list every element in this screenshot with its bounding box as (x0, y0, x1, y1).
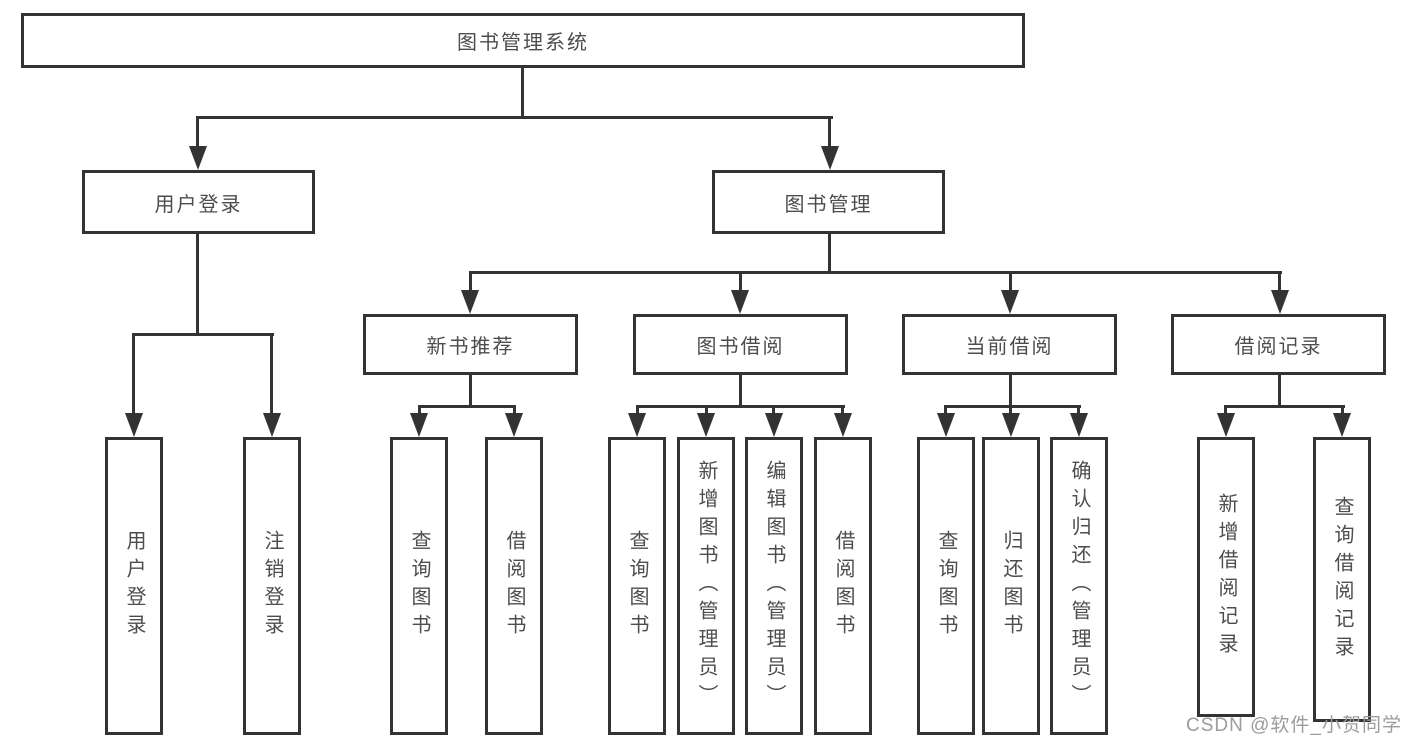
leaf-query-books-label: 查询图书 (626, 530, 648, 642)
arrow-down-icon (505, 413, 523, 437)
arrow-down-icon (1001, 290, 1019, 314)
node-borrow-record-label: 借阅记录 (1234, 336, 1323, 358)
arrow-line (944, 405, 947, 419)
leaf-user-login-label: 用户登录 (123, 530, 145, 642)
node-book-management: 图书管理 (712, 170, 945, 234)
leaf-add-borrow-record-label: 新增借阅记录 (1215, 493, 1237, 661)
arrow-down-icon (1271, 290, 1289, 314)
arrow-line (132, 333, 135, 419)
arrow-down-icon (1333, 413, 1351, 437)
arrow-down-icon (731, 290, 749, 314)
node-user-login: 用户登录 (82, 170, 315, 234)
leaf-logout-login-label: 注销登录 (261, 530, 283, 642)
arrow-down-icon (189, 146, 207, 170)
leaf-borrow-books: 借阅图书 (485, 437, 543, 735)
leaf-query-borrow-record-label: 查询借阅记录 (1331, 495, 1353, 664)
arrow-line (1224, 405, 1227, 419)
arrow-line (1009, 271, 1012, 296)
arrow-down-icon (937, 413, 955, 437)
leaf-query-borrow-record: 查询借阅记录 (1313, 437, 1371, 722)
connector-line (1224, 405, 1345, 408)
connector-line (739, 373, 742, 408)
leaf-query-books: 查询图书 (917, 437, 975, 735)
connector-line (944, 405, 1081, 408)
arrow-line (705, 405, 708, 419)
leaf-query-books: 查询图书 (608, 437, 666, 735)
arrow-down-icon (765, 413, 783, 437)
arrow-line (1341, 405, 1344, 419)
arrow-down-icon (263, 413, 281, 437)
csdn-watermark: CSDN @软件_小贺同学 (1186, 715, 1402, 736)
node-borrow-record: 借阅记录 (1171, 314, 1386, 375)
arrow-line (418, 405, 421, 419)
connector-line (1009, 373, 1012, 408)
arrow-down-icon (834, 413, 852, 437)
connector-line (133, 333, 274, 336)
node-current-borrow-label: 当前借阅 (965, 336, 1054, 358)
arrow-line (270, 333, 273, 419)
arrow-down-icon (697, 413, 715, 437)
leaf-add-book-admin-label: 新增图书（管理员） (695, 460, 717, 712)
leaf-borrow-books-label: 借阅图书 (832, 530, 854, 642)
node-current-borrow: 当前借阅 (902, 314, 1117, 375)
arrow-line (828, 116, 831, 152)
leaf-return-books-label: 归还图书 (1000, 530, 1022, 642)
node-root-label: 图书管理系统 (457, 32, 589, 54)
arrow-line (196, 116, 199, 152)
arrow-line (739, 271, 742, 296)
arrow-line (1278, 271, 1281, 296)
connector-line (469, 271, 1282, 274)
arrow-line (772, 405, 775, 419)
leaf-logout-login: 注销登录 (243, 437, 301, 735)
leaf-query-books-label: 查询图书 (408, 530, 430, 642)
leaf-user-login: 用户登录 (105, 437, 163, 735)
leaf-edit-book-admin: 编辑图书（管理员） (745, 437, 803, 735)
arrow-down-icon (125, 413, 143, 437)
leaf-query-books-label: 查询图书 (935, 530, 957, 642)
leaf-return-books: 归还图书 (982, 437, 1040, 735)
arrow-line (841, 405, 844, 419)
arrow-line (513, 405, 516, 419)
arrow-down-icon (1002, 413, 1020, 437)
leaf-borrow-books-label: 借阅图书 (503, 530, 525, 642)
leaf-query-books: 查询图书 (390, 437, 448, 735)
connector-line (1278, 373, 1281, 408)
node-user-login-label: 用户登录 (154, 193, 243, 216)
leaf-confirm-return-admin: 确认归还（管理员） (1050, 437, 1108, 735)
leaf-add-borrow-record: 新增借阅记录 (1197, 437, 1255, 717)
arrow-down-icon (410, 413, 428, 437)
arrow-down-icon (1217, 413, 1235, 437)
node-book-management-label: 图书管理 (784, 193, 873, 216)
arrow-line (469, 271, 472, 296)
leaf-borrow-books: 借阅图书 (814, 437, 872, 735)
connector-line (828, 234, 831, 274)
leaf-edit-book-admin-label: 编辑图书（管理员） (763, 460, 785, 712)
leaf-add-book-admin: 新增图书（管理员） (677, 437, 735, 735)
connector-line (636, 405, 845, 408)
arrow-line (1077, 405, 1080, 419)
arrow-line (636, 405, 639, 419)
connector-line (469, 373, 472, 408)
node-book-borrow-label: 图书借阅 (696, 336, 785, 358)
arrow-down-icon (1070, 413, 1088, 437)
arrow-down-icon (461, 290, 479, 314)
arrow-line (1009, 405, 1012, 419)
connector-line (418, 405, 516, 408)
node-root: 图书管理系统 (21, 13, 1025, 68)
connector-line (521, 68, 524, 119)
node-new-book-recommend-label: 新书推荐 (426, 336, 515, 358)
connector-line (197, 116, 833, 119)
node-new-book-recommend: 新书推荐 (363, 314, 578, 375)
connector-line (196, 234, 199, 336)
arrow-down-icon (821, 146, 839, 170)
node-book-borrow: 图书借阅 (633, 314, 848, 375)
leaf-confirm-return-admin-label: 确认归还（管理员） (1068, 460, 1090, 712)
arrow-down-icon (628, 413, 646, 437)
